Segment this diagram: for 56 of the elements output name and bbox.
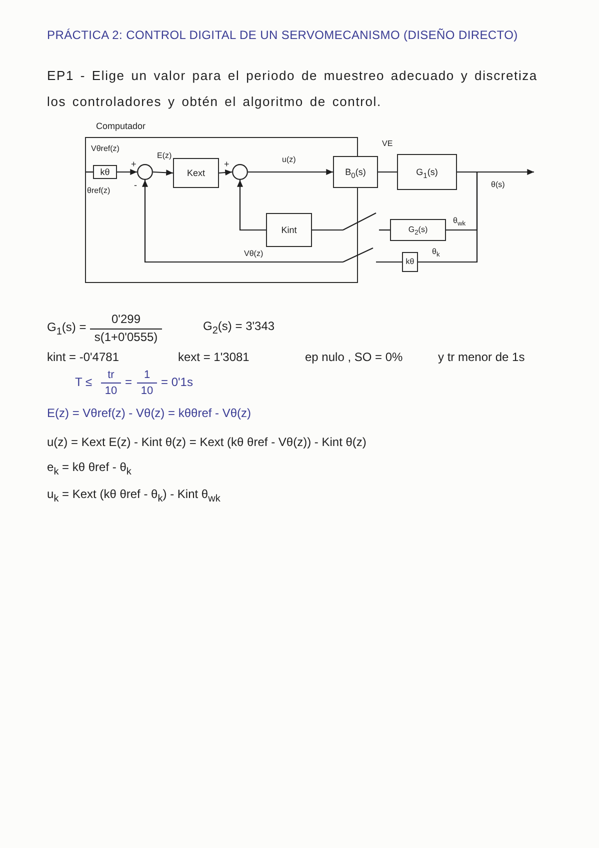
- signal-label: u(z): [281, 156, 297, 164]
- equation: = 0'1s: [161, 376, 193, 390]
- signal-label: E(z): [156, 152, 173, 160]
- fraction-denominator: 10: [104, 385, 118, 398]
- signal-line: [379, 229, 390, 231]
- transfer-function-block: G$_{2}$(s): [390, 219, 446, 241]
- fraction-numerator: 1: [142, 369, 152, 382]
- signal-label: θref(z): [87, 186, 110, 196]
- sign-label: +: [224, 159, 230, 170]
- signal-line: [312, 229, 343, 231]
- fraction-numerator: 0'299: [110, 313, 142, 327]
- instruction-text: EP1 - Elige un valor para el periodo de muestreo adecuado y discretiza los controladores y obtén el algoritmo de control.: [47, 67, 538, 111]
- signal-label: VE: [381, 140, 394, 148]
- equation: T ≤: [75, 376, 92, 390]
- equation: G$_{2}$(s) = 3'343: [203, 320, 275, 337]
- equation: u(z) = Kext E(z) - Kint θ(z) = Kext (kθ θref - Vθ(z)) - Kint θ(z): [47, 436, 366, 450]
- hold-block: B$_{0}$(s): [333, 156, 378, 188]
- equation: kext = 1'3081: [178, 351, 250, 365]
- arrow: [237, 180, 266, 231]
- note-text: y tr menor de 1s: [438, 351, 525, 365]
- sign-label: -: [134, 180, 137, 190]
- signal-label: Vθref(z): [91, 144, 120, 154]
- equation: G$_{1}$(s) =: [47, 321, 86, 338]
- arrow: [152, 170, 174, 176]
- arrow: [142, 180, 343, 263]
- switch-symbol: [343, 213, 379, 230]
- arrow: [218, 170, 232, 176]
- equation: kint = -0'4781: [47, 351, 120, 365]
- arrow: [117, 169, 137, 175]
- gain-block: Kint: [266, 213, 312, 247]
- signal-label: θ$_{wk}$: [452, 217, 467, 228]
- signal-line: [376, 261, 402, 263]
- signal-line: [378, 171, 397, 173]
- signal-label: Vθ(z): [243, 250, 264, 258]
- equation: E(z) = Vθref(z) - Vθ(z) = kθθref - Vθ(z): [47, 407, 252, 421]
- note-text: ep nulo , SO = 0%: [305, 351, 403, 365]
- fraction-denominator: s(1+0'0555): [93, 331, 159, 345]
- sign-label: +: [131, 159, 136, 170]
- summing-junction: [137, 164, 153, 180]
- equation: =: [125, 376, 132, 390]
- gain-block: kθ: [93, 165, 117, 179]
- summing-junction: [232, 164, 248, 180]
- gain-block: Kext: [173, 158, 219, 188]
- gain-block: kθ: [402, 252, 418, 272]
- switch-symbol: [343, 248, 376, 262]
- arrow: [248, 169, 333, 175]
- fraction-numerator: tr: [106, 369, 116, 382]
- block-title: Computador: [96, 121, 146, 131]
- equation: u$_{k}$ = Kext (kθ θref - θ$_{k}$) - Kint θ$_{wk}$: [47, 488, 220, 505]
- signal-line: [418, 171, 478, 263]
- page-title: PRÁCTICA 2: CONTROL DIGITAL DE UN SERVOMECANISMO (DISEÑO DIRECTO): [47, 29, 518, 43]
- signal-label: θ(s): [490, 181, 506, 189]
- signal-label: θ$_{k}$: [431, 248, 441, 260]
- fraction-denominator: 10: [140, 385, 154, 398]
- transfer-function-block: G$_{1}$(s): [397, 154, 457, 190]
- equation: e$_{k}$ = kθ θref - θ$_{k}$: [47, 461, 132, 478]
